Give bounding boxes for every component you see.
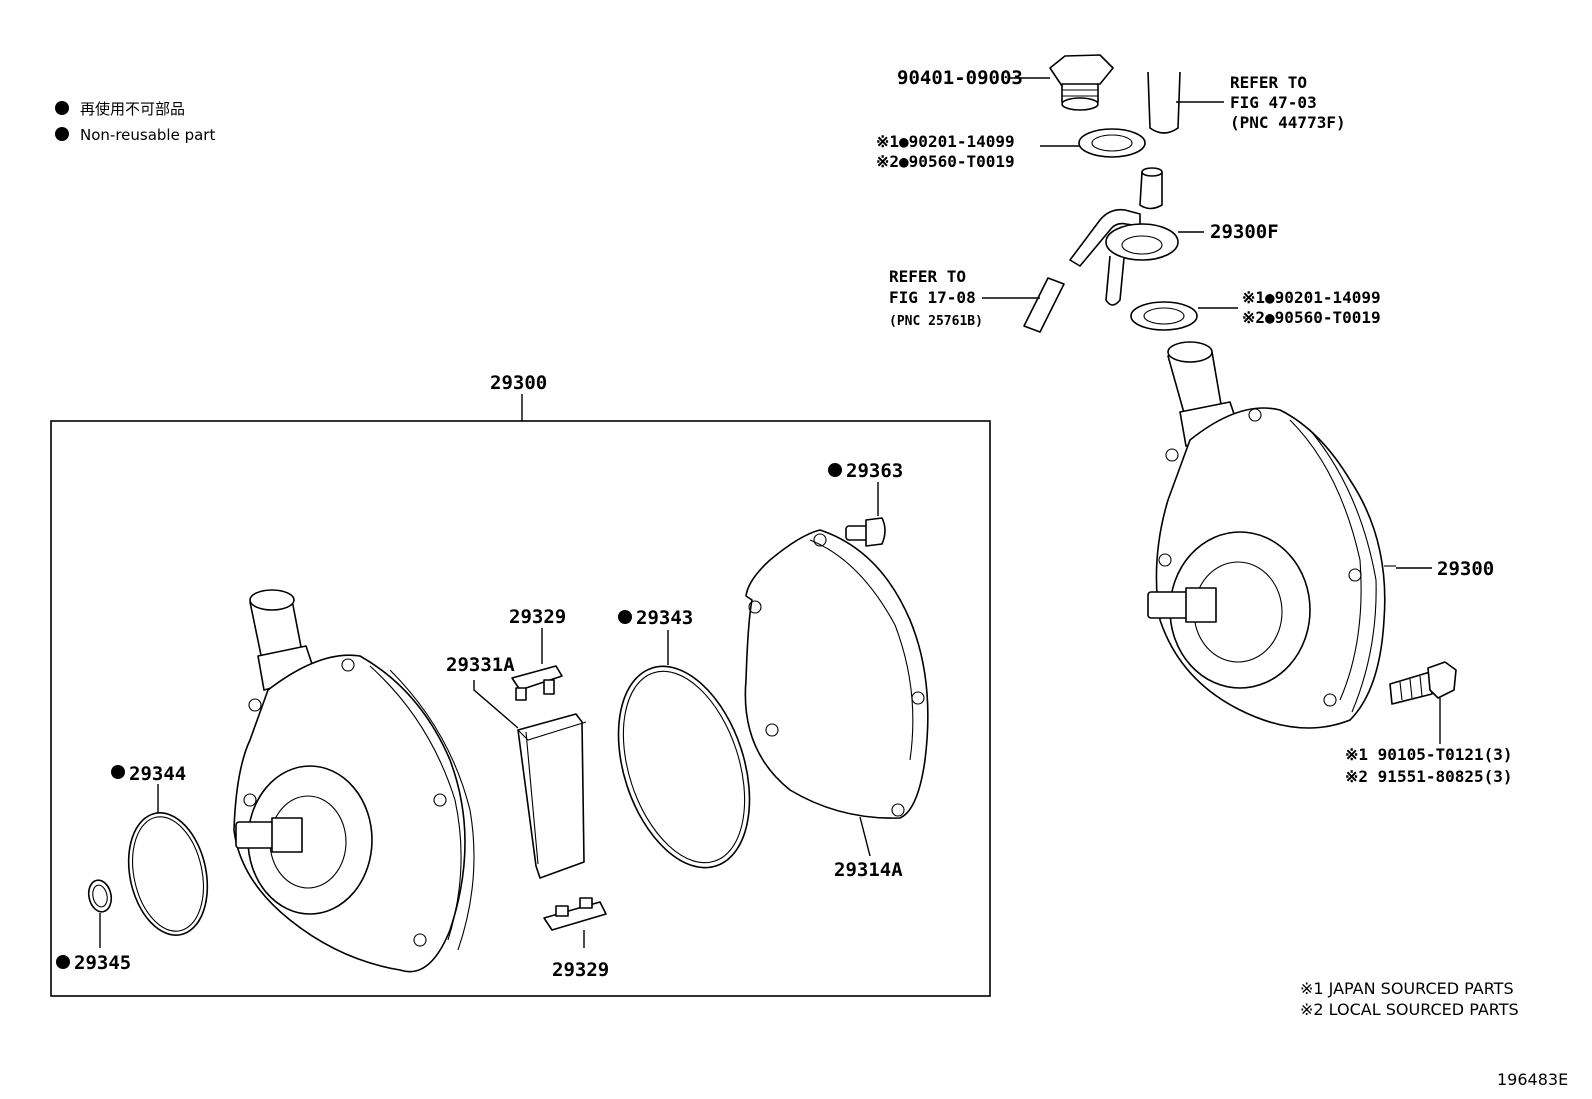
washer-bottom bbox=[1130, 301, 1198, 331]
note-local: ※2 LOCAL SOURCED PARTS bbox=[1300, 1000, 1519, 1019]
ref-top-line3: (PNC 44773F) bbox=[1230, 113, 1346, 132]
label-washer-top-2: ※2●90560-T0019 bbox=[876, 152, 1015, 171]
vacuum-pump-right bbox=[1147, 341, 1396, 729]
vane-bottom-29329 bbox=[543, 897, 607, 931]
legend-en: Non-reusable part bbox=[80, 126, 215, 144]
label-29300-right: 29300 bbox=[1437, 558, 1494, 580]
washer-top bbox=[1078, 128, 1146, 158]
label-washer-bot-2: ※2●90560-T0019 bbox=[1242, 308, 1381, 327]
ref-top-line2: FIG 47-03 bbox=[1230, 93, 1317, 112]
vacuum-pump-left bbox=[233, 589, 475, 973]
cover-plate-29314A bbox=[744, 529, 929, 819]
label-29343: 29343 bbox=[636, 607, 693, 629]
figure-id: 196483E bbox=[1497, 1070, 1568, 1089]
bullet-icon bbox=[111, 765, 125, 779]
label-washer-bot-1: ※1●90201-14099 bbox=[1242, 288, 1381, 307]
label-29314A: 29314A bbox=[834, 859, 903, 881]
oring-29345 bbox=[87, 879, 113, 913]
note-japan: ※1 JAPAN SOURCED PARTS bbox=[1300, 979, 1514, 998]
label-washer-top-1: ※1●90201-14099 bbox=[876, 132, 1015, 151]
pipe-top bbox=[1147, 71, 1181, 134]
screw-29363 bbox=[845, 517, 886, 547]
vane-top-29329 bbox=[511, 665, 563, 701]
label-29345: 29345 bbox=[74, 952, 131, 974]
label-29331A: 29331A bbox=[446, 654, 515, 676]
label-29329-top: 29329 bbox=[509, 606, 566, 628]
legend: 再使用不可部品 Non-reusable part bbox=[55, 100, 215, 144]
label-29344: 29344 bbox=[129, 763, 186, 785]
assembly-frame bbox=[50, 420, 991, 997]
ref-left-line3: (PNC 25761B) bbox=[889, 314, 983, 329]
oring-29344 bbox=[127, 812, 209, 936]
legend-jp: 再使用不可部品 bbox=[80, 100, 185, 118]
label-29300-box: 29300 bbox=[490, 372, 547, 394]
nut-90401 bbox=[1049, 54, 1114, 111]
label-29300F: 29300F bbox=[1210, 221, 1279, 243]
label-bolt-2: ※2 91551-80825(3) bbox=[1345, 767, 1513, 786]
ref-top-line1: REFER TO bbox=[1230, 73, 1307, 92]
label-29329-bottom: 29329 bbox=[552, 959, 609, 981]
label-bolt-1: ※1 90105-T0121(3) bbox=[1345, 745, 1513, 764]
pipe-left bbox=[1023, 277, 1065, 333]
legend-bullet-icon bbox=[55, 101, 69, 115]
pipe-union-29300F bbox=[1069, 167, 1179, 306]
label-90401: 90401-09003 bbox=[897, 67, 1023, 89]
bullet-icon bbox=[56, 955, 70, 969]
ref-left-line2: FIG 17-08 bbox=[889, 288, 976, 307]
bullet-icon bbox=[618, 610, 632, 624]
label-29363: 29363 bbox=[846, 460, 903, 482]
bullet-icon bbox=[828, 463, 842, 477]
bolt-right bbox=[1389, 661, 1457, 705]
legend-bullet-icon bbox=[55, 127, 69, 141]
rotor-29331A bbox=[517, 713, 587, 879]
oring-29343 bbox=[617, 665, 751, 869]
ref-left-line1: REFER TO bbox=[889, 267, 966, 286]
